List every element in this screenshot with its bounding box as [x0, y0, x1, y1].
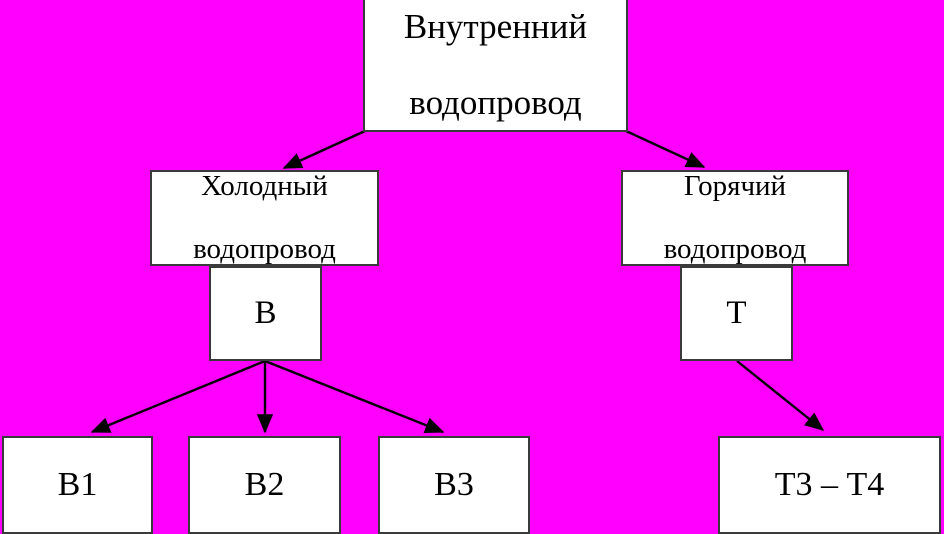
- edge-root-to-cold: [282, 129, 366, 170]
- node-v2[interactable]: В2: [188, 436, 341, 534]
- node-v2-label: В2: [244, 465, 285, 503]
- edge-v-to-v1: [90, 359, 266, 434]
- node-t[interactable]: Т: [680, 266, 793, 361]
- node-t3-t4-label: Т3 – Т4: [774, 465, 885, 503]
- node-v1[interactable]: В1: [2, 436, 153, 534]
- node-v[interactable]: В: [209, 266, 322, 361]
- edge-v-to-v3: [264, 359, 445, 434]
- node-v3[interactable]: В3: [378, 436, 530, 534]
- node-v3-label: В3: [434, 465, 474, 503]
- node-v1-label: В1: [57, 465, 98, 503]
- node-t-label: Т: [726, 294, 747, 331]
- node-v-label: В: [254, 294, 277, 331]
- edge-root-to-hot: [625, 129, 706, 169]
- node-t3-t4[interactable]: Т3 – Т4: [718, 436, 941, 534]
- edge-t-to-t34: [736, 360, 825, 431]
